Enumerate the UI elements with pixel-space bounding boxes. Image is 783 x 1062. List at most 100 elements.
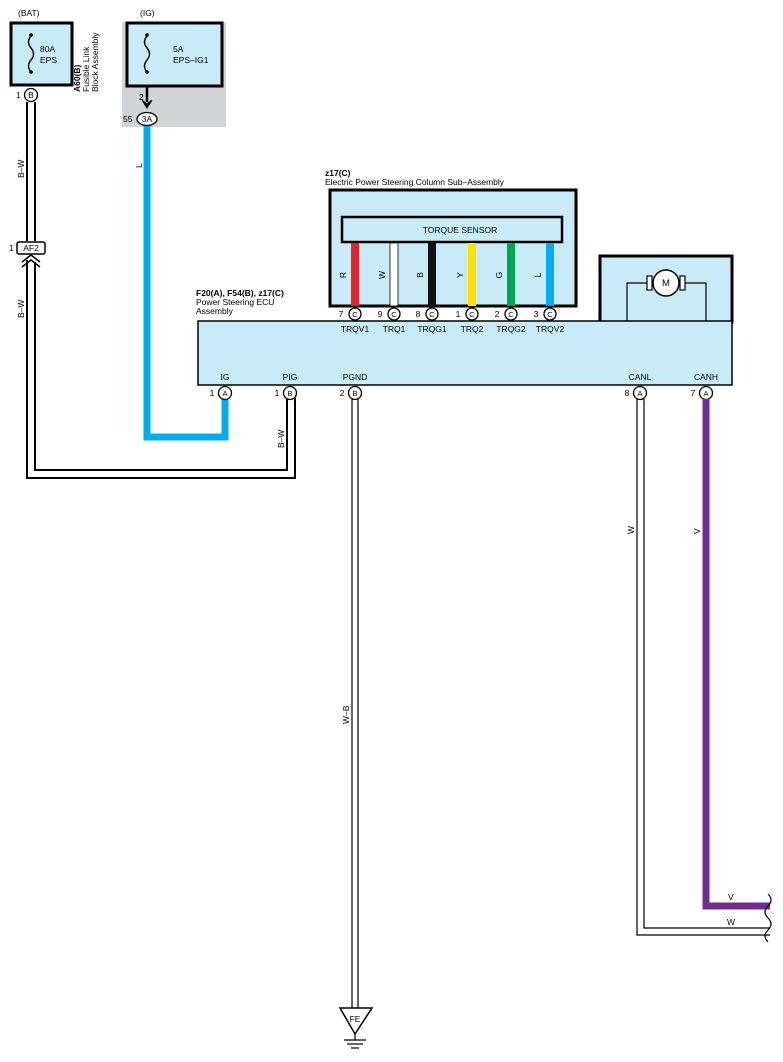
- ecu-terminal-name: PIG: [283, 372, 298, 382]
- ecu-line2: Assembly: [196, 306, 234, 316]
- fuse-80a-box: [9, 21, 74, 87]
- ecu-pin-conn: A: [637, 389, 642, 398]
- sensor-pin: [387, 307, 401, 321]
- sensor-wire-color-label: B: [415, 272, 425, 278]
- sensor-pin: [543, 307, 557, 321]
- sensor-terminal-name: TRQ1: [383, 324, 406, 334]
- sensor-pin-number: 1: [456, 309, 461, 319]
- torque-sensor-box: [340, 215, 564, 244]
- fuse-5a-pin-number: 2: [139, 92, 144, 102]
- fuse-80a-end-icon: [29, 33, 33, 37]
- fuse-80a-pin-conn: B: [28, 90, 34, 100]
- motor-label: M: [662, 278, 670, 289]
- sensor-pin: [504, 307, 518, 321]
- sensor-wire: [507, 243, 515, 306]
- ecu-terminal-name: IG: [221, 372, 230, 382]
- ground-earth-icon: [344, 1034, 366, 1049]
- ecu-line1: Power Steering ECU: [196, 297, 274, 307]
- ground-wire-label: W–B: [341, 705, 351, 724]
- junction-conn: 3A: [142, 114, 153, 124]
- sensor-wire: [428, 243, 436, 306]
- ig-supply-label: (IG): [140, 8, 155, 18]
- motor-bracket-icon: [646, 275, 653, 291]
- sensor-terminal-name: TRQG1: [417, 324, 447, 334]
- ecu-code: F20(A), F54(B), z17(C): [196, 288, 284, 298]
- junction-number: 55: [123, 114, 133, 124]
- fuse-80a-rating: 80A: [40, 44, 55, 54]
- fuse-80a-icon: [27, 35, 35, 73]
- fuse-5a-icon: [143, 35, 151, 73]
- ground-label: FE: [350, 1014, 361, 1024]
- sensor-pin-number: 8: [416, 309, 421, 319]
- sensor-terminal-name: TRQV2: [536, 324, 565, 334]
- fusible-link-code: A60(B): [72, 64, 82, 92]
- ecu-terminal-name: CANH: [694, 372, 718, 382]
- fuse-80a-pin-number: 1: [16, 90, 21, 100]
- canl-out-label: W: [727, 917, 735, 927]
- ecu-terminal-name: CANL: [629, 372, 652, 382]
- sensor-pin-number: 7: [339, 309, 344, 319]
- fuse-80a-end-icon: [29, 70, 33, 74]
- ecu-box: [197, 320, 733, 386]
- ecu-pin: [282, 385, 298, 401]
- column-box: [328, 188, 578, 308]
- fusible-link-label: A60(B) Fusible Link Block Assembly: [72, 32, 100, 92]
- torque-sensor-label: TORQUE SENSOR: [423, 225, 497, 235]
- fusible-link-line2: Block Assembly: [90, 32, 100, 92]
- fuse-80a-pin: [23, 87, 39, 103]
- sensor-pin-conn: C: [469, 310, 475, 319]
- af2-pin-number: 1: [9, 243, 14, 253]
- ecu-pin-number: 8: [625, 388, 630, 398]
- motor-wiring: [626, 282, 707, 321]
- sensor-pin-conn: C: [429, 310, 435, 319]
- fuse-5a-rating: 5A: [173, 44, 184, 54]
- sensor-terminal-name: TRQG2: [496, 324, 526, 334]
- fuse-80a-name: EPS: [40, 55, 57, 65]
- bat-supply-label: (BAT): [18, 8, 40, 18]
- sensor-wire: [389, 242, 399, 307]
- canh-wire: [702, 399, 770, 910]
- column-code: z17(C): [325, 168, 351, 178]
- junction-arrow-icon: [141, 99, 153, 109]
- sensor-pin-conn: C: [352, 310, 358, 319]
- sensor-pin-number: 2: [495, 309, 500, 319]
- ecu-pin-conn: B: [352, 389, 357, 398]
- sensor-pin-number: 3: [534, 309, 539, 319]
- wire-break-icon: [764, 893, 772, 943]
- sensor-wire: [468, 243, 476, 306]
- fusible-link-line1: Fusible Link: [81, 46, 91, 92]
- bat-wire: [26, 102, 296, 479]
- sensor-terminal-name: TRQV1: [341, 324, 370, 334]
- sensor-wire-color-label: W: [377, 271, 387, 279]
- sensor-wire-color-label: G: [494, 272, 504, 279]
- sensor-wire: [546, 243, 554, 306]
- sensor-wire-color-label: R: [338, 272, 348, 278]
- sensor-pin-conn: C: [391, 310, 397, 319]
- bat-wire-upper-label: B–W: [16, 160, 26, 178]
- motor-icon: [652, 269, 680, 297]
- bat-wire-lower-label: B–W: [16, 300, 26, 318]
- canl-wire-label: W: [626, 526, 636, 534]
- ecu-pin: [347, 385, 363, 401]
- ecu-pin-number: 1: [275, 388, 280, 398]
- af2-connector: [16, 241, 46, 255]
- canl-wire: [636, 399, 770, 936]
- ecu-pin: [217, 385, 233, 401]
- canh-out-label: V: [728, 892, 734, 902]
- canh-wire-label: V: [692, 528, 702, 534]
- column-name: Electric Power Steering Column Sub–Assem…: [325, 177, 505, 187]
- sensor-pin: [425, 307, 439, 321]
- sensor-pin-conn: C: [508, 310, 514, 319]
- ecu-pin-conn: A: [222, 389, 227, 398]
- ecu-pin: [632, 385, 648, 401]
- ecu-pin-conn: A: [703, 389, 708, 398]
- fuse-5a-box: [125, 21, 224, 88]
- ig-wire-label: L: [134, 163, 144, 168]
- sensor-wire-color-label: L: [533, 272, 543, 277]
- junction-3a: [136, 111, 158, 127]
- ground-wire: [351, 399, 359, 1010]
- motor-bracket-icon: [679, 275, 686, 291]
